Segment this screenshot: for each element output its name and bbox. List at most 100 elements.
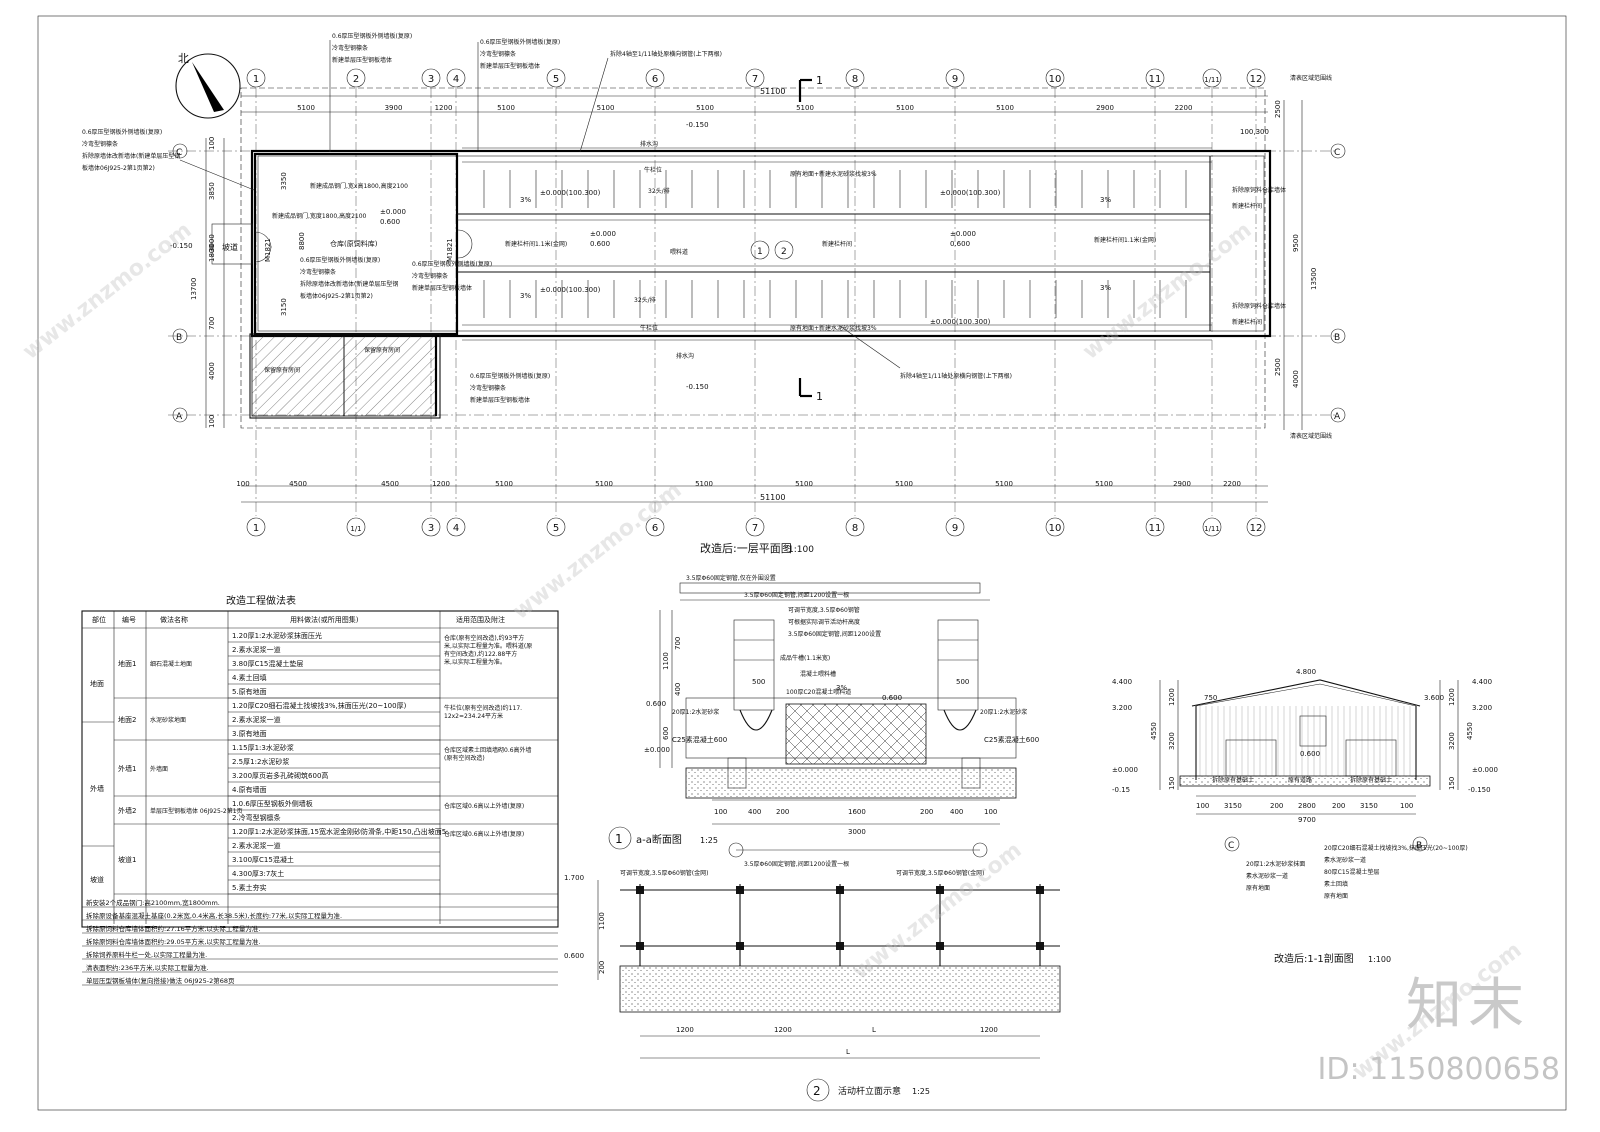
note-left-d: 板墙体06J925-2第1页第2) xyxy=(82,164,155,172)
table-footnote: 新安装2个成品钢门:高2100mm,宽1800mm. xyxy=(86,898,220,907)
saa-h4: 200 xyxy=(920,808,933,816)
saa-inner-7: 3% xyxy=(836,684,847,692)
saa-fixed: 3.5厚Φ60固定钢管,间距1200设置 xyxy=(788,630,881,638)
table-code: 地面1 xyxy=(118,659,136,668)
axis-label-bottom-2: 3 xyxy=(428,523,434,534)
table-footnote: 拆除原设备基座混凝土基座(0.2米宽,0.4米高,长38.5米),长度约:77米… xyxy=(86,911,342,920)
axis-bubble-bottom-12 xyxy=(1246,517,1266,537)
note-remove-top: 拆除4轴至1/11轴处原横向钢管(上下两根) xyxy=(610,50,722,58)
table-code: 外墙2 xyxy=(118,806,136,815)
rail-h0: 1200 xyxy=(676,1026,694,1034)
right-dim-4: 4000 xyxy=(1292,370,1300,388)
s11-v1: 4550 xyxy=(1150,722,1158,740)
table-item: 1.20厚C20细石混凝土找坡找3%,抹面压光(20~100厚) xyxy=(232,701,407,710)
cows-1: 32头/排 xyxy=(648,187,670,195)
axis-bubble-bottom-0 xyxy=(246,517,266,537)
saa-top1: 3.5厚Φ60固定钢管,仅在外围设置 xyxy=(686,574,776,582)
table-item: 1.0.6厚压型钢板外侧墙板 xyxy=(232,799,313,808)
saa-v1: 700 xyxy=(674,637,682,650)
s11-ridge: 4.800 xyxy=(1296,668,1316,676)
s11-h1: 3150 xyxy=(1224,802,1242,810)
slope-2: 3% xyxy=(1100,196,1111,204)
note-mid-g: 新建单层压型钢板墙体 xyxy=(412,284,472,292)
table-item: 3.80厚C15混凝土垫层 xyxy=(232,659,303,668)
notes-table-title: 改造工程做法表 xyxy=(226,594,296,607)
top-dim-8: 5100 xyxy=(996,104,1014,112)
axis-label-top-1: 2 xyxy=(353,74,359,85)
saa-h6: 100 xyxy=(984,808,997,816)
s11-slope: 750 xyxy=(1204,694,1217,702)
row-axis-a-right: A xyxy=(1334,412,1341,422)
new-rail-1: 新建栏杆间1.1米(金网) xyxy=(505,240,567,248)
note-mid-a: 0.6厚压型钢板外侧墙板(复原) xyxy=(300,256,380,264)
brand-logo: 知末 xyxy=(1406,973,1530,1038)
note-wall-top-e: 冷弯型钢檩条 xyxy=(480,50,516,58)
note-mid-d: 板墙体06J925-2第1页第2) xyxy=(300,292,373,300)
left-dim-1: 3850 xyxy=(208,182,216,200)
saa-adj1: 可调节宽度,3.5厚Φ60钢管 xyxy=(788,606,860,614)
bottom-dim-5: 5100 xyxy=(595,480,613,488)
th-part: 部位 xyxy=(92,615,106,624)
rail-label-b: 3.5厚Φ60固定钢管,间距1200设置一根 xyxy=(744,860,849,868)
rail-h4: L xyxy=(846,1048,850,1056)
store-elev: ±0.000 xyxy=(380,208,406,216)
elev-stall-2: ±0.000(100.300) xyxy=(940,189,1001,197)
s11-l1: 拆除原有基础土 xyxy=(1212,776,1254,784)
axis-label-top-6: 7 xyxy=(752,74,758,85)
axis-label-top-11: 1/11 xyxy=(1204,76,1220,84)
table-item: 4.300厚3:7灰土 xyxy=(232,869,284,878)
s11-note4: 素土回填 xyxy=(1324,880,1348,888)
top-dim-5: 5100 xyxy=(696,104,714,112)
note-mid-f: 冷弯型钢檩条 xyxy=(412,272,448,280)
table-note: 仓库区域0.6高以上外墙(复原) xyxy=(444,802,524,810)
s11-v4: 1200 xyxy=(1448,688,1456,706)
elev-stall-4: ±0.000(100.300) xyxy=(930,318,991,326)
axis-label-bottom-10: 11 xyxy=(1149,523,1162,534)
table-item: 1.20厚1:2水泥砂浆抹面压光 xyxy=(232,631,322,640)
existing-room-1 xyxy=(251,335,345,417)
row-axis-c-right: C xyxy=(1334,148,1340,158)
section-11: 4.800 750 0.600 4.400 3.200 ±0.000 -0.15… xyxy=(1112,668,1498,965)
right-dim-0: 2500 xyxy=(1274,100,1282,118)
section-aa: 3.5厚Φ60固定钢管,仅在外围设置 3.5厚Φ60固定钢管,间距1200设置一… xyxy=(608,574,1039,858)
axis-label-bottom-5: 6 xyxy=(652,523,658,534)
rail-scale: 1:25 xyxy=(912,1087,930,1096)
bottom-dim-6: 5100 xyxy=(695,480,713,488)
saa-h7: 3000 xyxy=(848,828,866,836)
axis-bubble-top-1 xyxy=(346,68,366,88)
new-rail-5: 新建栏杆间 xyxy=(1232,318,1262,326)
saa-adj2: 可根据实际调节活动杆高度 xyxy=(788,618,860,626)
left-dim-9: 8800 xyxy=(298,232,306,250)
rail-v1: 200 xyxy=(598,961,606,974)
row-axis-b-left: B xyxy=(176,333,182,343)
north-arrow-icon xyxy=(175,53,241,119)
store-label: 仓库(原饲料库) xyxy=(330,239,378,248)
callout-2 xyxy=(774,240,794,260)
s11-axis-c: C xyxy=(1228,841,1234,851)
axis-bubble-top-8 xyxy=(945,68,965,88)
rail-elev2: 0.600 xyxy=(564,952,584,960)
rail-h3: 1200 xyxy=(980,1026,998,1034)
axis-label-top-8: 9 xyxy=(952,74,958,85)
saa-inner-1: 500 xyxy=(752,678,765,686)
bottom-dim-8: 5100 xyxy=(895,480,913,488)
s11-l3: 拆除原有基础土 xyxy=(1350,776,1392,784)
saa-elev2: ±0.000 xyxy=(644,746,670,754)
callout-2-text: 2 xyxy=(781,247,787,257)
axis-bubble-bottom-7 xyxy=(845,517,865,537)
axis-label-bottom-7: 8 xyxy=(852,523,858,534)
bottom-dim-10: 5100 xyxy=(1095,480,1113,488)
section-mark-bottom: 1 xyxy=(816,390,823,403)
note-mid-e: 0.6厚压型钢板外侧墙板(复原) xyxy=(412,260,492,268)
table-name: 外墙面 xyxy=(150,765,168,773)
remove-feed-1: 拆除原饲料仓库墙体 xyxy=(1232,186,1286,194)
saa-v2: 400 xyxy=(674,683,682,696)
axis-bubble-top-5 xyxy=(645,68,665,88)
left-dim-8: 3350 xyxy=(280,172,288,190)
note-bottom-b: 冷弯型钢檩条 xyxy=(470,384,506,392)
store-elev2: 0.600 xyxy=(380,218,400,226)
top-dim-10: 2200 xyxy=(1175,104,1193,112)
table-item: 1.15厚1:3水泥砂浆 xyxy=(232,743,294,752)
floor-new-1: 原有地面+新建水泥砂浆找坡3% xyxy=(790,170,877,178)
